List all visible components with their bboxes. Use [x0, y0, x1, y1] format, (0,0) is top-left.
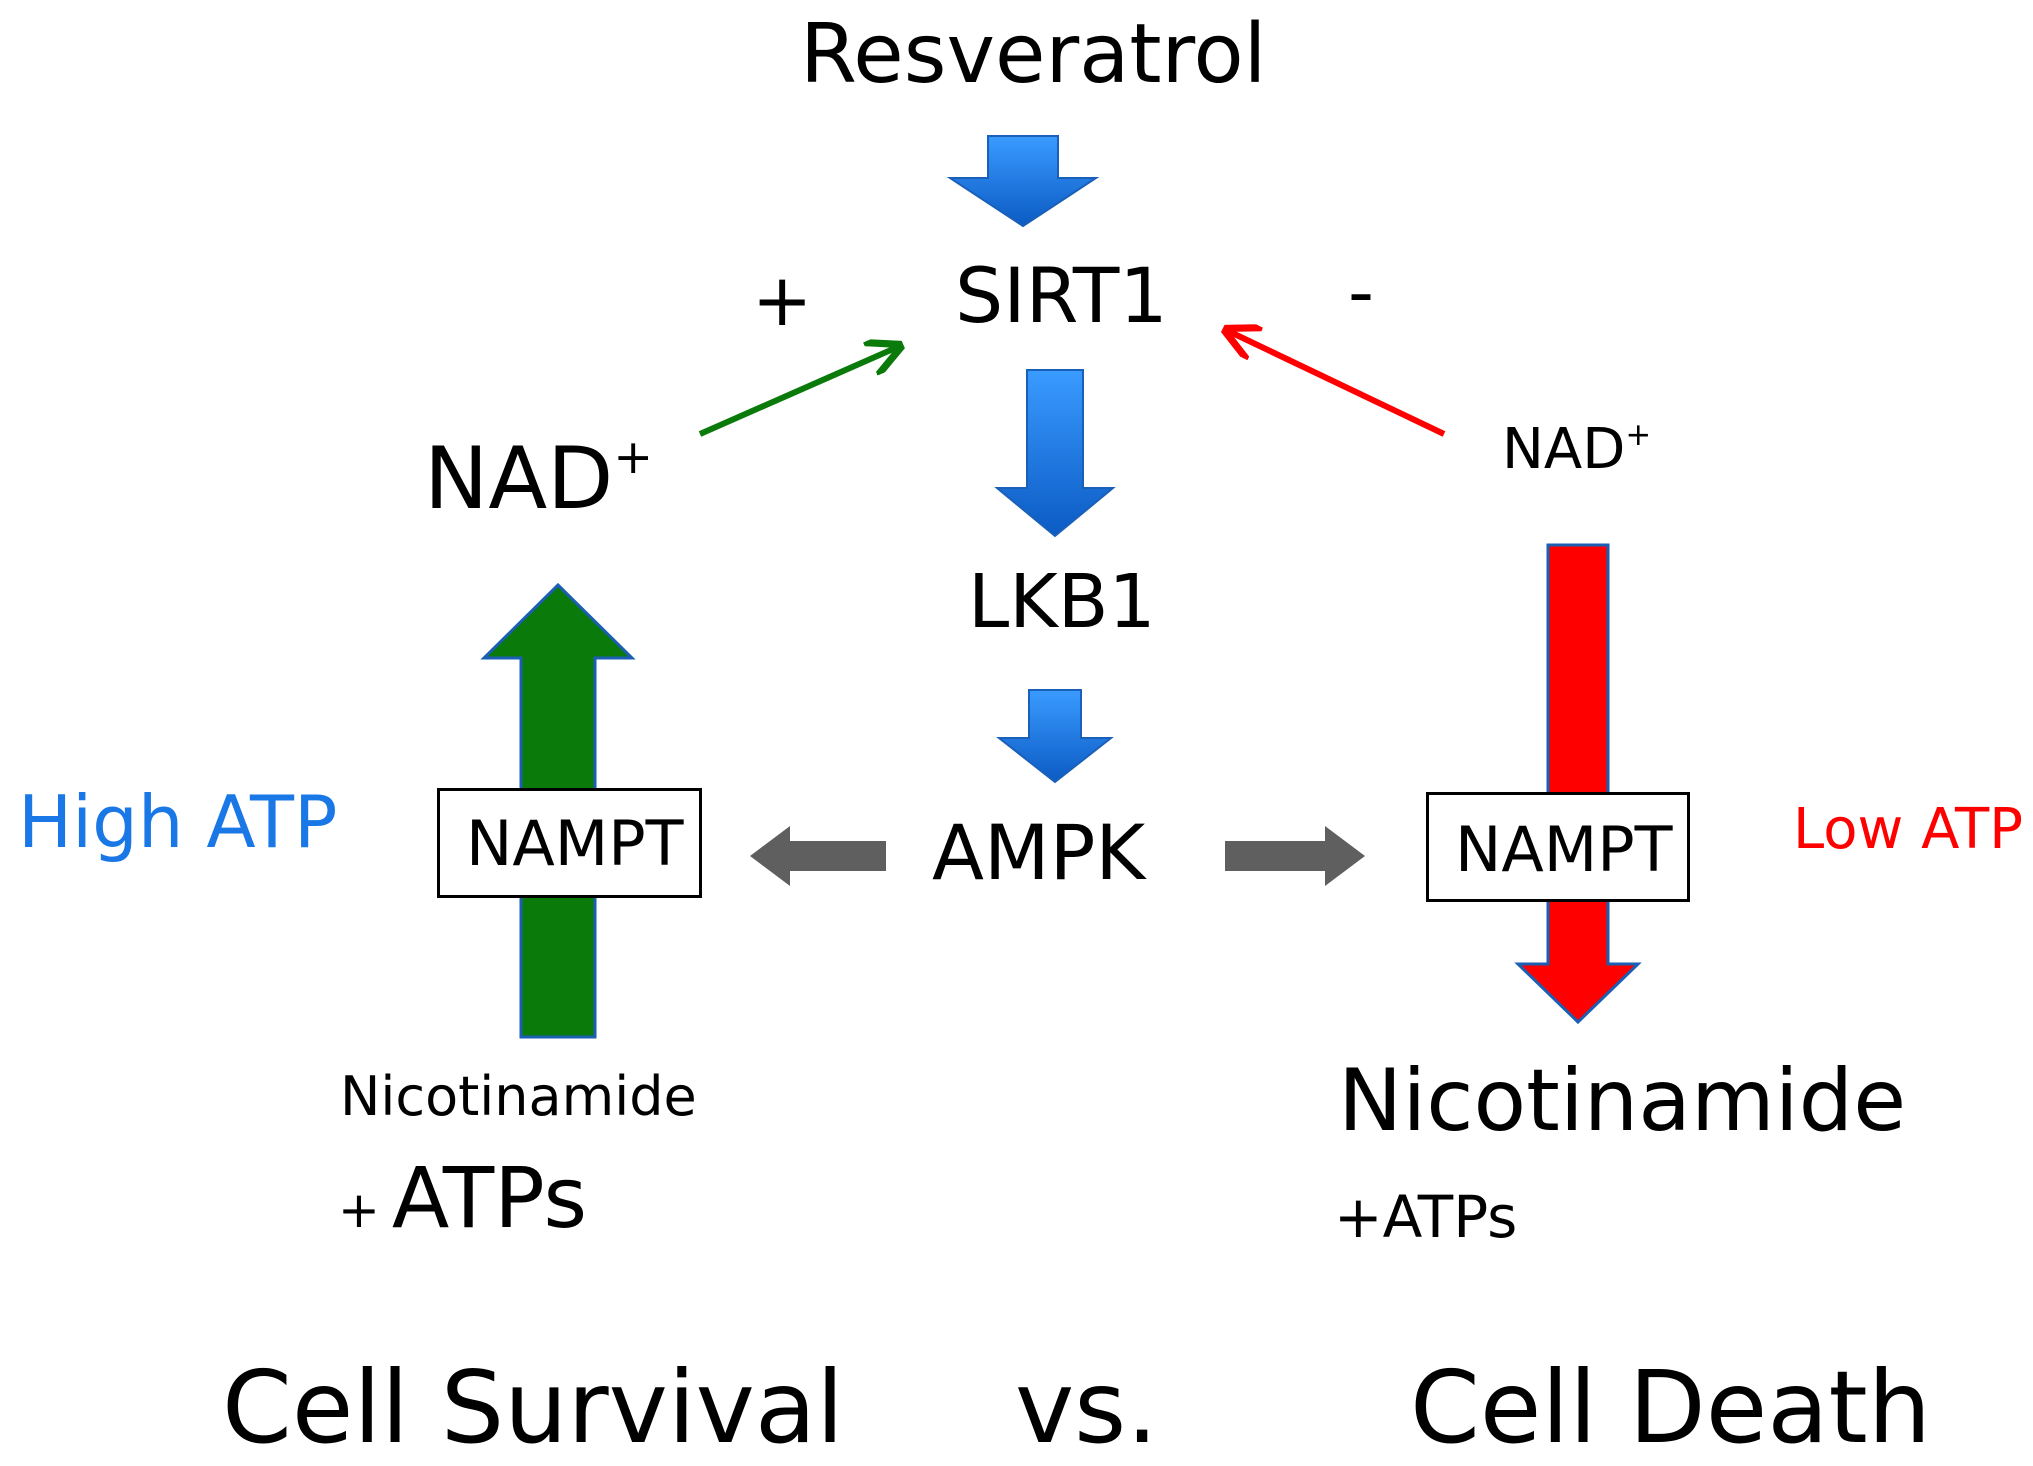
left-nad-label: NAD+ [424, 433, 653, 522]
ampk-to-left-nampt-arrow [750, 826, 886, 886]
resveratrol-label: Resveratrol [800, 7, 1267, 102]
right-nad-label: NAD+ [1502, 420, 1651, 478]
minus-sign: - [1348, 250, 1374, 334]
left-nicotinamide-label: Nicotinamide [340, 1065, 697, 1128]
right-nampt-box: NAMPT [1426, 792, 1690, 902]
right-nad-superscript: + [1625, 416, 1652, 453]
left-nampt-box: NAMPT [437, 788, 702, 898]
cell-death-label: Cell Death [1410, 1349, 1932, 1466]
right-nampt-label: NAMPT [1455, 813, 1673, 886]
left-nampt-label: NAMPT [466, 807, 684, 880]
left-atps-text: ATPs [391, 1149, 588, 1247]
nad-inhibits-sirt1-arrow [1226, 330, 1446, 437]
low-atp-label: Low ATP [1793, 797, 2024, 862]
left-nad-base: NAD [424, 429, 614, 529]
sirt1-label: SIRT1 [955, 251, 1168, 340]
high-atp-label: High ATP [18, 780, 338, 864]
right-nicotinamide-label: Nicotinamide [1338, 1051, 1907, 1151]
ampk-to-right-nampt-arrow [1225, 826, 1365, 886]
lkb1-to-ampk-arrow [996, 689, 1114, 784]
plus-sign: + [752, 258, 813, 342]
resveratrol-to-sirt1-arrow [946, 135, 1100, 228]
nampt-red-down-arrow [1514, 543, 1642, 1025]
left-atps-prefix: + [338, 1181, 380, 1239]
sirt1-to-lkb1-arrow [994, 369, 1116, 538]
nad-activates-sirt1-arrow [698, 346, 900, 437]
right-atps-label: +ATPs [1334, 1183, 1518, 1251]
versus-label: vs. [1015, 1349, 1159, 1466]
ampk-label: AMPK [932, 808, 1146, 897]
cell-survival-label: Cell Survival [222, 1349, 844, 1466]
left-nad-superscript: + [613, 429, 654, 485]
right-nad-base: NAD [1502, 417, 1626, 482]
left-atps-label: +ATPs [338, 1156, 587, 1240]
lkb1-label: LKB1 [968, 559, 1156, 645]
